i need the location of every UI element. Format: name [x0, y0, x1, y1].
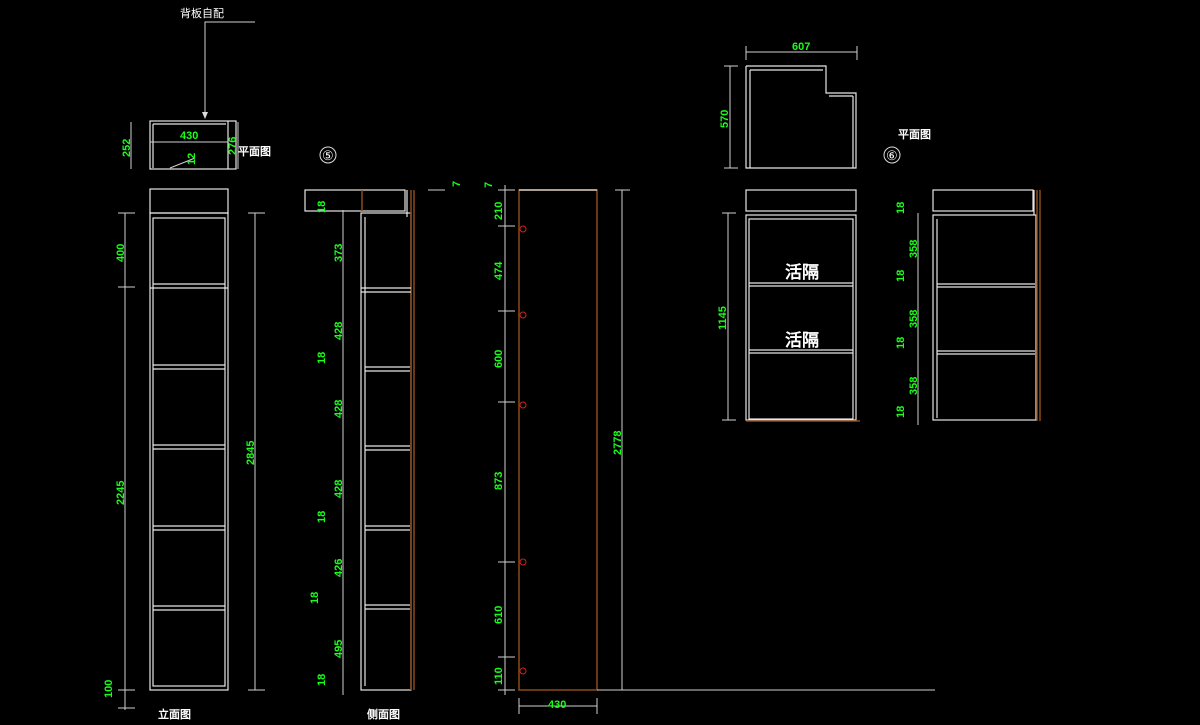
plan-view-5: 430 252 276 12 平面图 — [121, 120, 271, 170]
side5-dim: 428 — [333, 322, 345, 340]
elev-top-label: 400 — [115, 244, 127, 262]
hinge-marker — [519, 311, 527, 319]
plan-view-6: 607 570 平面图 — [719, 41, 931, 169]
panel-total-label: 2778 — [612, 431, 624, 455]
side5-dim: 18 — [316, 352, 328, 364]
marker-6-circle — [883, 146, 901, 164]
panel-dim: 474 — [493, 261, 505, 280]
panel-dim: 110 — [493, 667, 505, 685]
side5-dim: 18 — [309, 592, 321, 604]
side6-dim: 358 — [908, 377, 920, 395]
marker-6: ⑥ — [886, 148, 898, 163]
back-panel-view: 7 7 210 474 600 873 610 110 2778 430 — [428, 181, 935, 714]
side6-dim: 18 — [895, 337, 907, 349]
hinge-marker — [519, 558, 527, 566]
back-panel-note: 背板自配 — [180, 6, 224, 20]
elev6-height-label: 1145 — [717, 306, 729, 330]
plan-offset-label: 12 — [186, 153, 198, 165]
side5-dim: 495 — [333, 640, 345, 658]
elevation-view-title: 立面图 — [158, 707, 191, 721]
elev-total-label: 2845 — [245, 441, 257, 465]
side6-dim: 18 — [895, 270, 907, 282]
side5-dim: 18 — [316, 674, 328, 686]
movable-shelf-label: 活隔 — [785, 330, 819, 350]
panel-dim: 210 — [493, 202, 505, 220]
plan-width-label: 430 — [180, 130, 198, 142]
panel-dim: 600 — [493, 350, 505, 368]
panel-offset-label: 7 — [483, 182, 495, 188]
hinge-marker — [519, 401, 527, 409]
elevation-view-5: 400 2245 100 2845 立面图 — [103, 188, 265, 721]
marker-5-circle — [319, 146, 337, 164]
side5-dim: 18 — [316, 511, 328, 523]
plan-depth-right-label: 276 — [227, 137, 239, 155]
plan6-width-label: 607 — [792, 41, 810, 53]
plan-depth-left-label: 252 — [121, 139, 133, 157]
side-view-title: 侧面图 — [367, 707, 400, 721]
side5-dim: 18 — [316, 201, 328, 213]
plan6-view-title: 平面图 — [898, 128, 931, 141]
side6-dim: 18 — [895, 202, 907, 214]
leader-arrow-icon — [202, 112, 208, 119]
side5-dim: 428 — [333, 480, 345, 498]
side-view-6: 18 358 18 358 18 358 18 — [895, 189, 1041, 425]
elev-body-label: 2245 — [115, 481, 127, 505]
side6-dim: 18 — [895, 406, 907, 418]
elevation-view-6: 活隔 活隔 1145 — [717, 189, 860, 422]
side6-dim: 358 — [908, 240, 920, 258]
hinge-marker — [519, 225, 527, 233]
leader-line — [204, 21, 255, 116]
plan-view-title: 平面图 — [238, 145, 271, 158]
hinge-marker — [519, 667, 527, 675]
marker-5: ⑤ — [322, 148, 334, 163]
panel-offset-label-a: 7 — [451, 181, 463, 187]
panel-dim: 610 — [493, 606, 505, 624]
side5-dim: 426 — [333, 559, 345, 577]
panel-width-label: 430 — [548, 699, 566, 711]
side6-dim: 358 — [908, 310, 920, 328]
side5-dim: 428 — [333, 400, 345, 418]
elev-base-label: 100 — [103, 680, 115, 698]
side5-dim: 373 — [333, 244, 345, 262]
panel-dim: 873 — [493, 472, 505, 490]
plan6-depth-label: 570 — [719, 110, 731, 128]
movable-shelf-label: 活隔 — [785, 262, 819, 282]
side-view-5: 18 373 428 18 428 428 18 426 18 495 18 侧… — [304, 189, 415, 721]
